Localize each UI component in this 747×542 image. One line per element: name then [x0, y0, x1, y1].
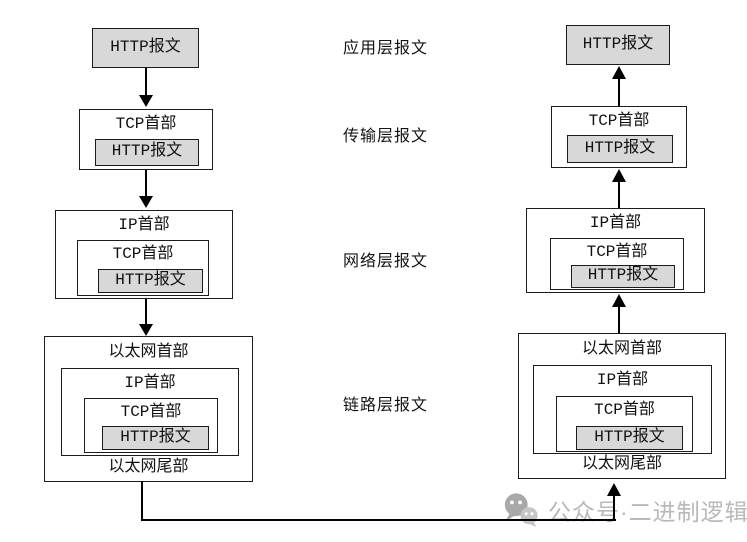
right-eth-ip-box: IP首部 TCP首部 HTTP报文 [533, 365, 712, 454]
tcp-header-label: TCP首部 [594, 401, 655, 419]
connector-left-segment [141, 481, 143, 521]
right-tcp-segment-box: TCP首部 HTTP报文 [551, 106, 687, 168]
right-arrow-2-line [618, 180, 620, 208]
right-http-message-box: HTTP报文 [566, 25, 670, 65]
right-ethernet-frame-box: 以太网首部 IP首部 TCP首部 HTTP报文 以太网尾部 [518, 333, 726, 479]
tcp-header-label: TCP首部 [586, 243, 648, 261]
right-arrow-3-line [618, 305, 620, 333]
left-tcp-payload-box: HTTP报文 [95, 139, 199, 166]
right-ip-packet-box: IP首部 TCP首部 HTTP报文 [526, 208, 705, 293]
application-layer-label: 应用层报文 [343, 40, 429, 57]
up-arrow-icon [607, 483, 621, 496]
left-eth-payload-box: HTTP报文 [102, 426, 209, 450]
ethernet-header-label: 以太网首部 [108, 343, 189, 361]
left-eth-tcp-box: TCP首部 HTTP报文 [84, 398, 218, 453]
network-layer-label: 网络层报文 [343, 253, 429, 270]
left-ethernet-frame-box: 以太网首部 IP首部 TCP首部 HTTP报文 以太网尾部 [44, 336, 253, 482]
left-arrow-2-line [145, 170, 147, 197]
ethernet-trailer-label: 以太网尾部 [581, 455, 662, 473]
left-ip-payload-box: HTTP报文 [98, 269, 203, 293]
right-ip-payload-box: HTTP报文 [571, 265, 675, 288]
ip-header-label: IP首部 [596, 371, 649, 389]
left-ip-tcp-box: TCP首部 HTTP报文 [77, 240, 209, 296]
right-arrow-1-line [618, 77, 620, 106]
left-ip-packet-box: IP首部 TCP首部 HTTP报文 [55, 210, 233, 299]
ip-header-label: IP首部 [589, 214, 642, 232]
watermark: 公众号·二进制逻辑 [502, 492, 747, 528]
right-eth-tcp-box: TCP首部 HTTP报文 [556, 396, 693, 452]
up-arrow-icon [612, 169, 626, 182]
up-arrow-icon [612, 294, 626, 307]
wechat-logo-icon [504, 493, 538, 528]
ip-header-label: IP首部 [118, 216, 170, 234]
ethernet-trailer-label: 以太网尾部 [108, 458, 189, 476]
left-arrow-1-line [145, 68, 147, 96]
connector-right-segment [613, 496, 615, 521]
left-arrow-3-line [145, 299, 147, 325]
tcp-header-label: TCP首部 [115, 115, 177, 133]
left-http-message-box: HTTP报文 [92, 28, 199, 68]
left-tcp-segment-box: TCP首部 HTTP报文 [79, 109, 213, 170]
tcp-header-label: TCP首部 [112, 245, 174, 263]
ip-header-label: IP首部 [124, 374, 176, 392]
link-layer-label: 链路层报文 [343, 397, 429, 414]
watermark-text: 公众号·二进制逻辑 [548, 499, 747, 525]
up-arrow-icon [612, 66, 626, 79]
left-eth-ip-box: IP首部 TCP首部 HTTP报文 [61, 368, 239, 456]
ethernet-header-label: 以太网首部 [581, 340, 662, 358]
right-tcp-payload-box: HTTP报文 [567, 135, 673, 163]
right-eth-payload-box: HTTP报文 [576, 426, 683, 450]
transport-layer-label: 传输层报文 [343, 128, 429, 145]
tcp-header-label: TCP首部 [588, 112, 650, 130]
right-ip-tcp-box: TCP首部 HTTP报文 [550, 238, 684, 290]
tcp-header-label: TCP首部 [120, 403, 182, 421]
down-arrow-icon [139, 196, 153, 208]
down-arrow-icon [139, 324, 153, 336]
down-arrow-icon [139, 95, 153, 107]
connector-horizontal-segment [141, 519, 616, 521]
